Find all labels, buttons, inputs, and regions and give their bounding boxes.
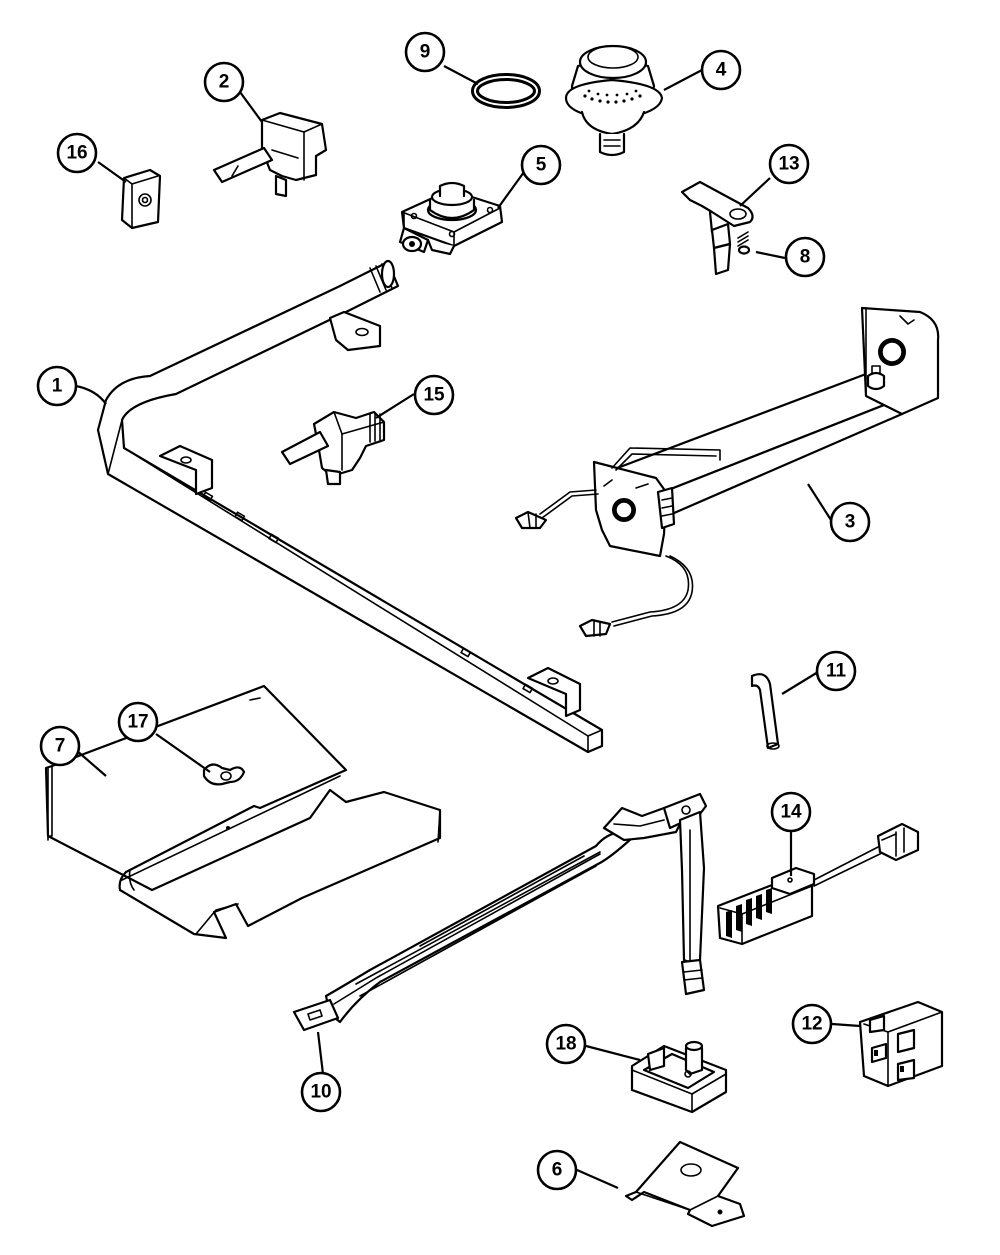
leader-5 [497, 171, 525, 209]
callout-circle [520, 144, 562, 186]
callout-label: 9 [420, 42, 431, 63]
callout-6: 6 [536, 1149, 578, 1191]
callout-circle [545, 1023, 587, 1065]
leader-15 [375, 393, 415, 419]
part-8-electrode [710, 222, 751, 276]
part-9-o-ring [471, 73, 541, 109]
callout-label: 8 [800, 247, 811, 268]
callout-label: 3 [845, 512, 856, 533]
part-16-clip-nut [120, 168, 162, 230]
callout-label: 7 [55, 736, 66, 757]
callout-3: 3 [829, 501, 871, 543]
callout-label: 6 [552, 1160, 563, 1181]
callout-circle [815, 650, 857, 692]
callout-label: 15 [423, 385, 445, 406]
part-18-switch [630, 1040, 728, 1114]
callout-label: 4 [716, 60, 727, 81]
leader-8 [755, 250, 786, 260]
callout-11: 11 [815, 650, 857, 692]
leader-4 [663, 69, 703, 91]
callout-circle [404, 31, 446, 73]
leader-7 [75, 749, 107, 777]
callout-circle [700, 49, 742, 91]
callout-4: 4 [700, 49, 742, 91]
part-15-valve [280, 410, 386, 486]
callout-label: 1 [52, 376, 63, 397]
callout-17: 17 [117, 701, 159, 743]
callout-circle [536, 1149, 578, 1191]
callout-circle [784, 236, 826, 278]
part-3-burner-assembly [514, 306, 940, 638]
callout-10: 10 [300, 1071, 342, 1113]
leader-2 [239, 91, 263, 123]
callout-circle [413, 374, 455, 416]
part-12-terminal-block [858, 1000, 944, 1088]
callout-circle [300, 1071, 342, 1113]
callout-circle [768, 143, 810, 185]
callout-label: 5 [536, 155, 547, 176]
callout-circle [791, 1003, 833, 1045]
part-14-ignitor [716, 822, 920, 946]
leader-10 [316, 1031, 325, 1075]
callout-circle [117, 701, 159, 743]
callout-2: 2 [203, 61, 245, 103]
leader-18 [585, 1044, 641, 1062]
part-10-burner-tube [292, 792, 708, 1032]
callout-5: 5 [520, 144, 562, 186]
leader-11 [781, 671, 819, 695]
callout-label: 18 [555, 1034, 576, 1055]
leader-1 [75, 384, 107, 405]
leader-16 [97, 161, 127, 183]
callout-label: 17 [127, 712, 148, 733]
callout-label: 11 [826, 661, 847, 682]
part-7-heat-shield [44, 684, 442, 940]
part-11-hose [750, 673, 780, 750]
callout-7: 7 [39, 725, 81, 767]
leader-12 [831, 1022, 861, 1028]
leader-13 [739, 177, 771, 207]
part-2-valve [212, 111, 328, 198]
part-1-manifold [96, 259, 604, 754]
callout-label: 12 [801, 1014, 822, 1035]
callout-circle [770, 791, 812, 833]
callout-8: 8 [784, 236, 826, 278]
leader-lines [75, 65, 861, 1190]
callout-9: 9 [404, 31, 446, 73]
callout-circle [56, 132, 98, 174]
callout-14: 14 [770, 791, 812, 833]
callout-18: 18 [545, 1023, 587, 1065]
leader-17 [155, 733, 211, 773]
callout-label: 2 [219, 72, 230, 93]
callout-label: 10 [310, 1082, 331, 1103]
callout-13: 13 [768, 143, 810, 185]
callout-circle [829, 501, 871, 543]
callout-12: 12 [791, 1003, 833, 1045]
callout-16: 16 [56, 132, 98, 174]
callout-label: 16 [66, 143, 87, 164]
callout-circle [203, 61, 245, 103]
leader-9 [443, 65, 479, 85]
callout-circle [36, 365, 78, 407]
part-17-wing-nut [202, 763, 246, 786]
callout-circle [39, 725, 81, 767]
leader-3 [807, 483, 832, 521]
leader-6 [576, 1168, 619, 1190]
part-4-burner-head [564, 44, 664, 157]
callout-1: 1 [36, 365, 78, 407]
part-5-regulator [398, 181, 504, 256]
callout-label: 13 [778, 154, 799, 175]
callout-15: 15 [413, 374, 455, 416]
callout-label: 14 [780, 802, 802, 823]
part-6-bracket [624, 1140, 746, 1228]
